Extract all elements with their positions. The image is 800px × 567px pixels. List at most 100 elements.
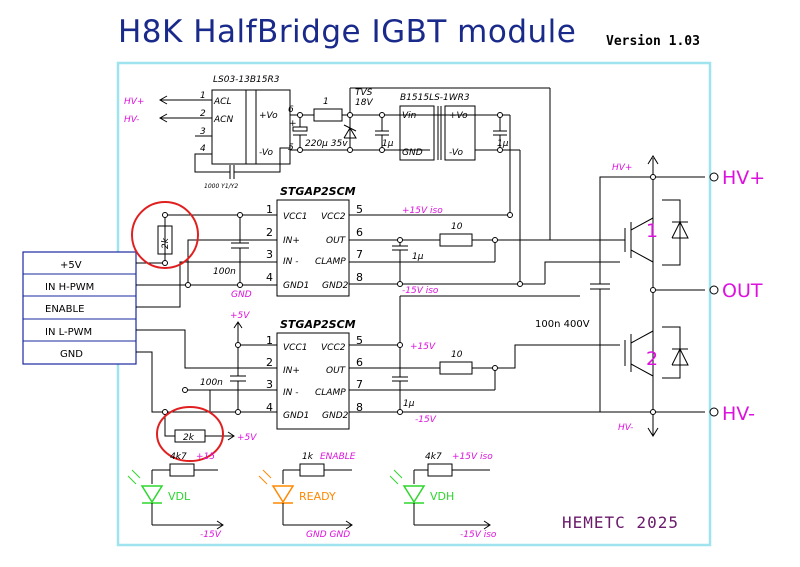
svg-text:4: 4 xyxy=(200,144,206,154)
dcdc-part-label: B1515LS-1WR3 xyxy=(400,93,470,103)
svg-text:GND2: GND2 xyxy=(322,411,349,421)
conn-label-5v: +5V xyxy=(60,260,82,271)
svg-text:GND1: GND1 xyxy=(283,411,309,421)
psu-hv-plus-label: HV+ xyxy=(124,97,144,107)
svg-text:1k: 1k xyxy=(302,452,314,462)
svg-text:18V: 18V xyxy=(355,98,373,108)
svg-text:10: 10 xyxy=(451,222,463,232)
led-ready: 1k ENABLE READY GND GND xyxy=(258,452,356,540)
signature: HEMETC 2025 xyxy=(562,513,679,532)
svg-text:VDH: VDH xyxy=(430,490,454,503)
conn-label-in-h: IN H-PWM xyxy=(45,282,94,293)
svg-text:VCC1: VCC1 xyxy=(283,212,307,222)
svg-text:+: + xyxy=(289,119,297,129)
svg-text:CLAMP: CLAMP xyxy=(315,257,346,267)
acdc-part-label: LS03-13B15R3 xyxy=(213,75,280,85)
svg-text:ACN: ACN xyxy=(213,115,233,125)
led-vdl: 4k7 +15 VDL -15V xyxy=(127,452,224,540)
svg-text:CLAMP: CLAMP xyxy=(315,388,346,398)
svg-text:1: 1 xyxy=(646,220,658,242)
svg-text:OUT: OUT xyxy=(326,236,347,246)
svg-text:4: 4 xyxy=(266,271,273,284)
conn-label-in-l: IN L-PWM xyxy=(45,327,92,338)
igbt-high: 1 xyxy=(624,196,689,270)
svg-text:6: 6 xyxy=(288,105,294,115)
svg-text:4k7: 4k7 xyxy=(425,452,442,462)
igbt-low: 2 xyxy=(624,326,689,379)
svg-text:ENABLE: ENABLE xyxy=(320,452,356,462)
svg-text:GND: GND xyxy=(402,148,423,158)
svg-text:2: 2 xyxy=(266,356,273,369)
svg-text:6: 6 xyxy=(356,356,363,369)
svg-text:1µ: 1µ xyxy=(403,399,415,409)
version-label: Version 1.03 xyxy=(606,34,700,49)
svg-text:TVS: TVS xyxy=(355,88,373,98)
svg-text:IN -: IN - xyxy=(283,388,299,398)
svg-text:GND2: GND2 xyxy=(322,281,349,291)
svg-text:2: 2 xyxy=(200,109,206,119)
svg-text:+15V iso: +15V iso xyxy=(402,206,443,216)
svg-text:OUT: OUT xyxy=(326,366,347,376)
svg-text:2k: 2k xyxy=(161,237,171,249)
svg-text:IN -: IN - xyxy=(283,257,299,267)
svg-text:3: 3 xyxy=(266,248,273,261)
svg-text:VCC1: VCC1 xyxy=(283,343,307,353)
svg-text:1µ: 1µ xyxy=(497,139,509,149)
terminal-out xyxy=(709,285,719,295)
svg-text:-15V iso: -15V iso xyxy=(460,530,497,540)
svg-text:100n: 100n xyxy=(200,378,223,388)
svg-text:-15V iso: -15V iso xyxy=(402,286,439,296)
svg-text:1: 1 xyxy=(266,203,273,216)
svg-text:+15V: +15V xyxy=(410,342,436,352)
svg-text:GND1: GND1 xyxy=(283,281,309,291)
svg-text:+15: +15 xyxy=(196,452,215,462)
power-stage: HV+ HV- 100n 400V 1 xyxy=(535,155,765,437)
svg-text:VCC2: VCC2 xyxy=(321,212,346,222)
y-cap-label: 1000 Y1/Y2 xyxy=(204,183,238,190)
svg-text:100n: 100n xyxy=(213,267,236,277)
svg-text:HV+: HV+ xyxy=(612,163,632,173)
svg-text:1: 1 xyxy=(323,97,329,107)
svg-text:IN+: IN+ xyxy=(283,236,300,246)
svg-text:7: 7 xyxy=(356,248,363,261)
conn-label-gnd: GND xyxy=(60,349,83,360)
svg-text:-15V: -15V xyxy=(415,415,437,425)
svg-text:READY: READY xyxy=(299,490,336,503)
highlight-pulldown-high xyxy=(131,201,199,269)
conn-label-enable: ENABLE xyxy=(45,304,84,315)
snubber-label: 100n 400V xyxy=(535,319,590,330)
terminal-hv-plus xyxy=(709,172,719,182)
svg-text:10: 10 xyxy=(451,350,463,360)
svg-text:+15V iso: +15V iso xyxy=(452,452,493,462)
junctions xyxy=(162,112,656,415)
svg-text:-Vo: -Vo xyxy=(259,148,274,158)
svg-text:GND: GND xyxy=(231,290,252,300)
svg-text:5: 5 xyxy=(288,143,294,153)
terminal-hv-minus-label: HV- xyxy=(722,403,755,425)
driver-low-part: STGAP2SCM xyxy=(280,318,356,331)
svg-text:VDL: VDL xyxy=(168,490,191,503)
svg-text:ACL: ACL xyxy=(213,97,231,107)
svg-text:4k7: 4k7 xyxy=(170,452,187,462)
svg-text:5: 5 xyxy=(356,334,363,347)
svg-text:2: 2 xyxy=(646,348,658,370)
svg-text:+Vo: +Vo xyxy=(449,111,468,121)
svg-text:+5V: +5V xyxy=(230,311,250,321)
svg-text:6: 6 xyxy=(356,226,363,239)
driver-high: STGAP2SCM VCC1 IN+ IN - GND1 VCC2 OUT CL… xyxy=(136,185,625,308)
led-vdh: 4k7 +15V iso VDH -15V iso xyxy=(389,452,497,540)
svg-text:5: 5 xyxy=(356,203,363,216)
svg-text:GND GND: GND GND xyxy=(306,530,350,540)
page-title: H8K HalfBridge IGBT module xyxy=(118,14,577,50)
svg-text:VCC2: VCC2 xyxy=(321,343,346,353)
svg-text:+Vo: +Vo xyxy=(259,111,278,121)
svg-text:HV-: HV- xyxy=(618,423,633,433)
svg-text:3: 3 xyxy=(266,378,273,391)
svg-text:+5V: +5V xyxy=(237,433,257,443)
svg-text:-15V: -15V xyxy=(200,530,222,540)
svg-text:7: 7 xyxy=(356,378,363,391)
psu-section: HV+ HV- 1 2 3 4 1000 Y1/Y2 ACL ACN LS03-… xyxy=(124,75,551,284)
svg-text:220µ 35v: 220µ 35v xyxy=(305,139,348,149)
svg-text:2: 2 xyxy=(266,226,273,239)
